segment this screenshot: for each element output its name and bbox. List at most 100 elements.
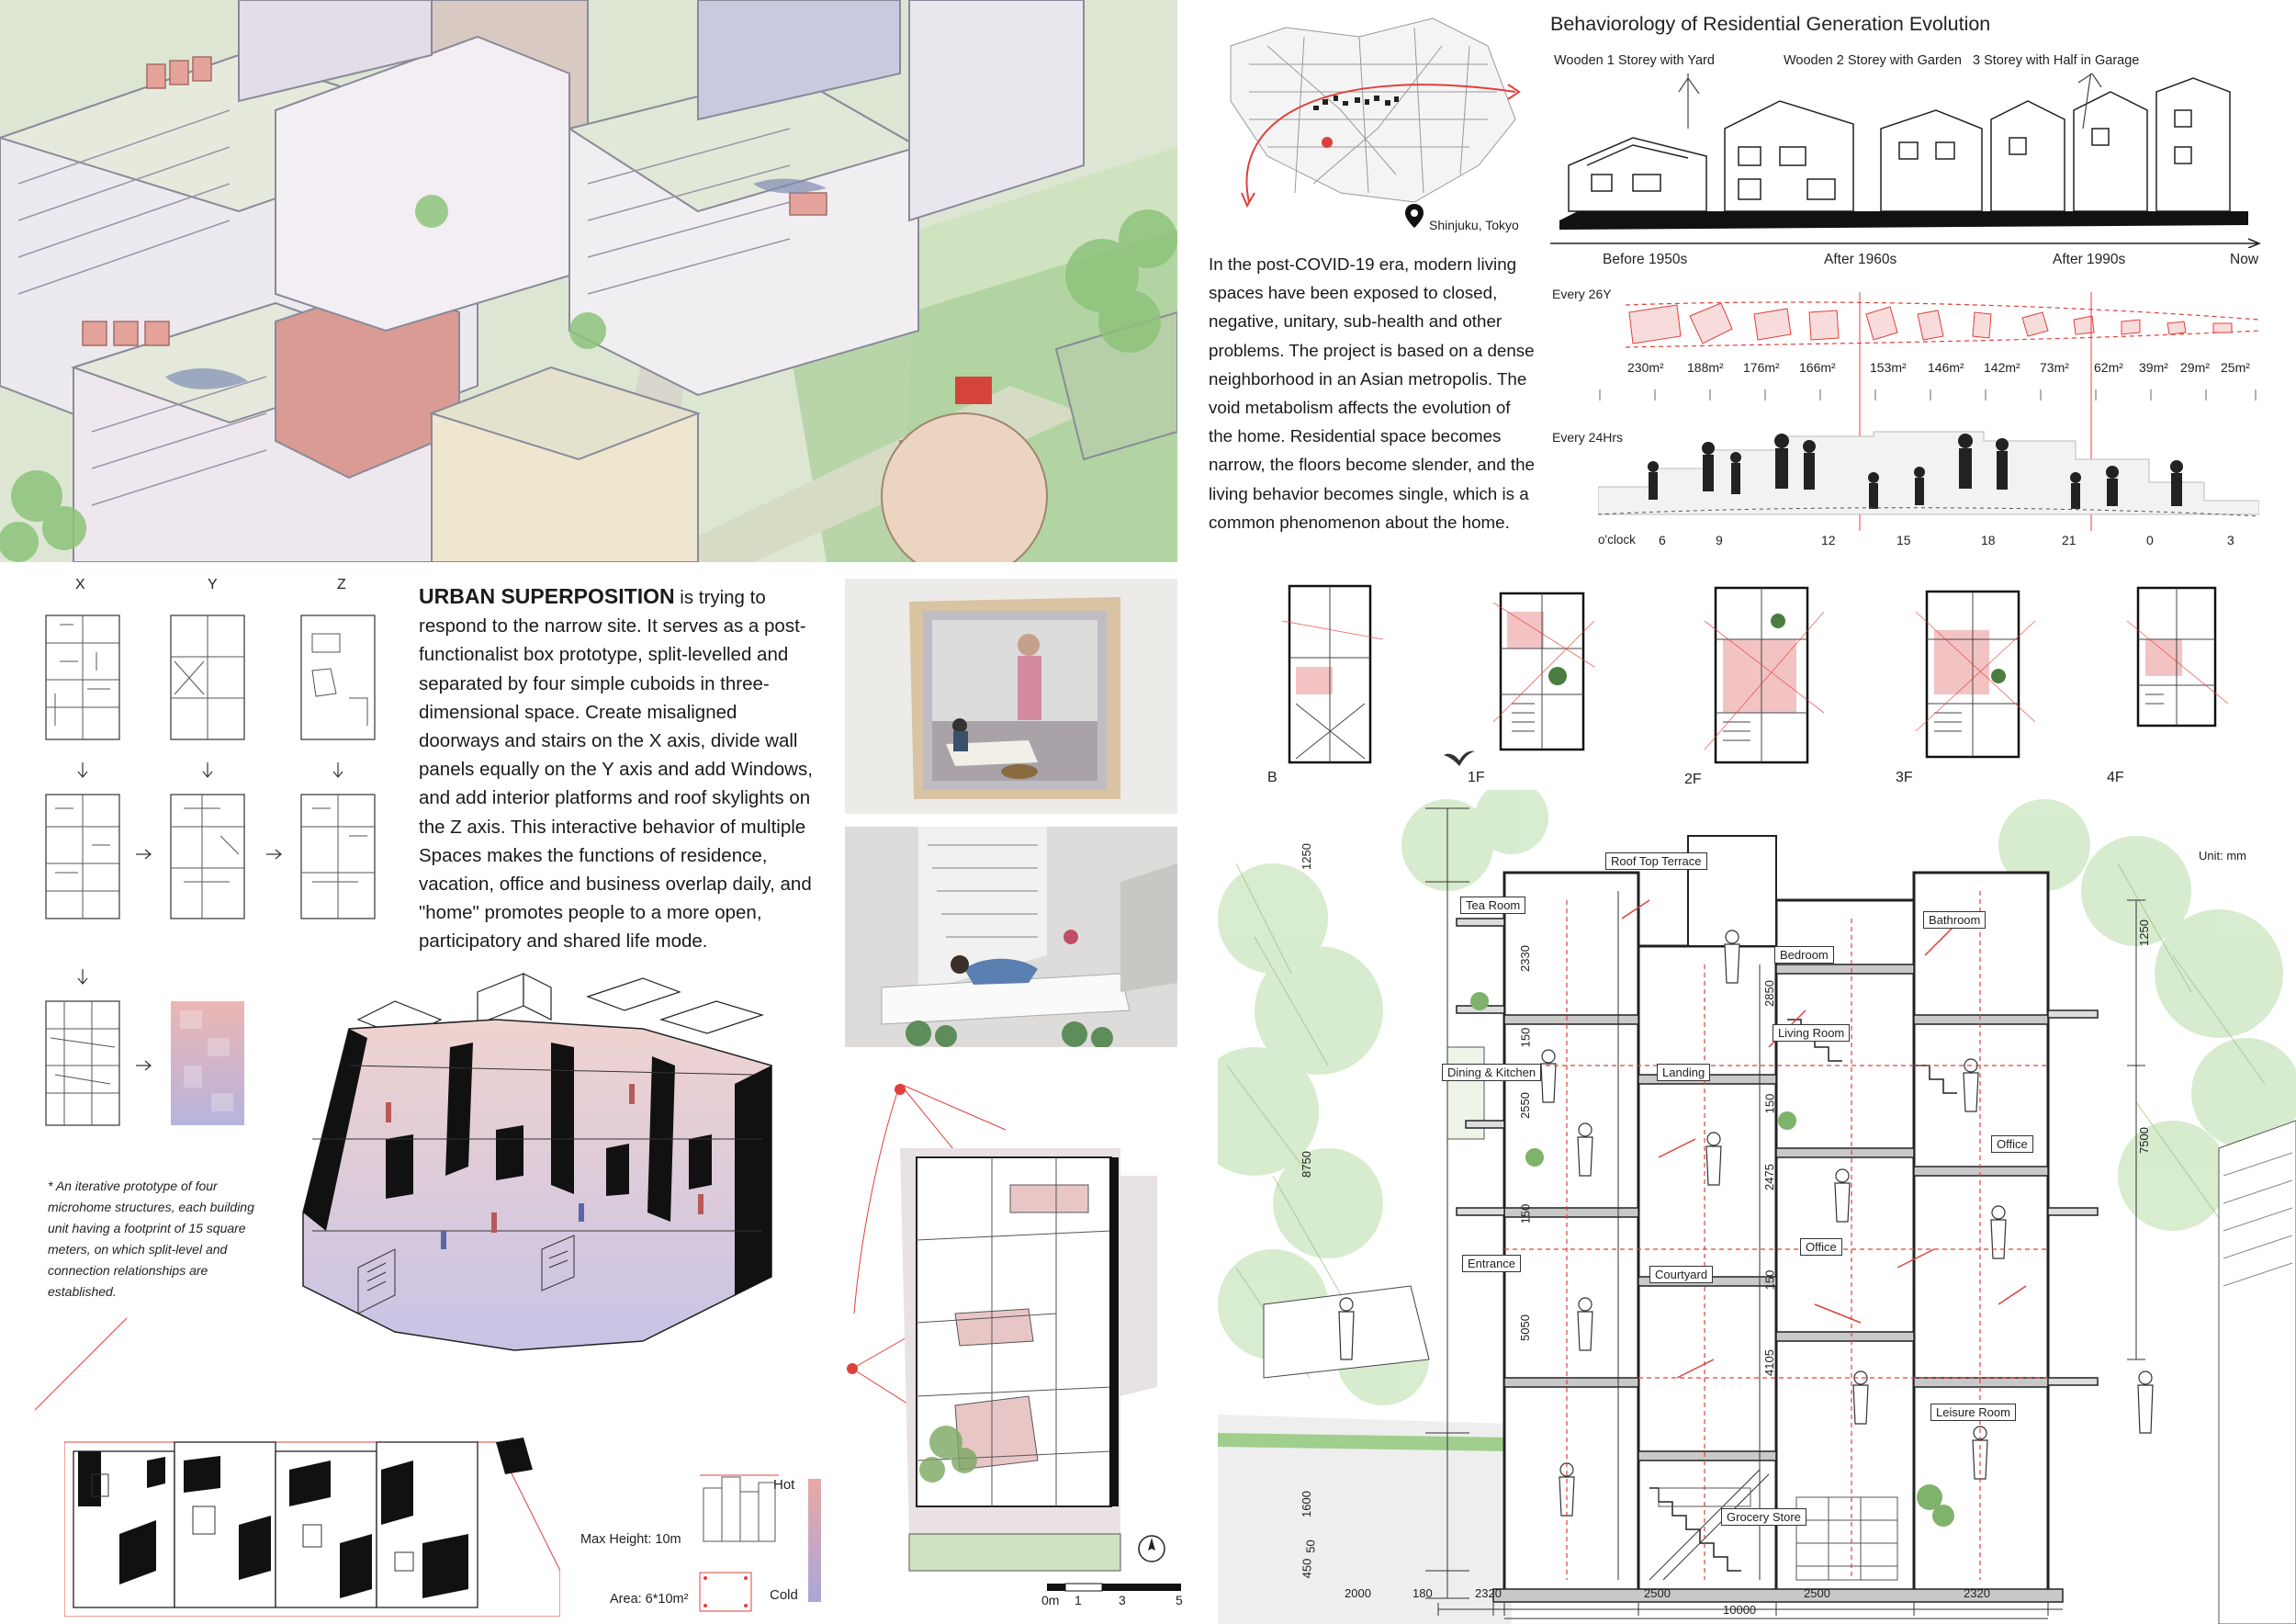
hour-tick: 12 (1821, 533, 1836, 547)
house-type-3: 3 Storey with Half in Garage (1973, 53, 2140, 68)
room-label: Courtyard (1649, 1266, 1714, 1283)
dim-h: 2320 (1475, 1586, 1502, 1600)
prototype-note: * An iterative prototype of four microho… (48, 1179, 254, 1299)
concept-paragraph: URBAN SUPERPOSITION is trying to respond… (419, 582, 819, 956)
area-icon (698, 1571, 753, 1613)
dim-v: 50 (1303, 1539, 1318, 1553)
location-pin-icon (1405, 204, 1424, 228)
unit-label: Unit: mm (2199, 849, 2246, 863)
hour-tick: 9 (1716, 533, 1723, 547)
area-ticks (1599, 389, 2257, 400)
room-label: Office (1800, 1238, 1842, 1256)
room-label: Grocery Store (1721, 1508, 1806, 1526)
room-label: Landing (1657, 1064, 1711, 1081)
dim-h: 2500 (1804, 1586, 1830, 1600)
dim-v: 1600 (1299, 1491, 1313, 1517)
floor-2f-label: 2F (1684, 772, 1702, 787)
floor-b-label: B (1267, 770, 1277, 785)
area-value: 73m² (2040, 360, 2069, 375)
room-label: Entrance (1462, 1255, 1522, 1272)
dim-v: 1250 (2136, 919, 2151, 946)
hour-tick: 15 (1896, 533, 1911, 547)
dim-v: 1250 (1299, 843, 1313, 870)
axonometric-floor-cut (845, 1075, 1180, 1589)
area-value: 62m² (2094, 360, 2123, 375)
bird-icon (1444, 750, 1475, 768)
timeline-1: Before 1950s (1603, 252, 1688, 267)
north-arrow-icon (1137, 1534, 1166, 1563)
room-label: Dining & Kitchen (1442, 1064, 1542, 1081)
axis-z-label: Z (337, 577, 346, 592)
area-label: Area: 6*10m² (610, 1592, 689, 1607)
timeline-2: After 1960s (1824, 252, 1897, 267)
area-value: 142m² (1984, 360, 2020, 375)
area-value: 146m² (1928, 360, 1964, 375)
area-value: 230m² (1627, 360, 1664, 375)
areas-row: 230m² 188m² 176m² 166m² 153m² 146m² 142m… (1626, 360, 2259, 378)
dim-v: 450 (1300, 1558, 1314, 1579)
scale-0: 0m (1041, 1593, 1060, 1607)
scale-bar (1045, 1580, 1183, 1598)
house-type-2: Wooden 2 Storey with Garden (1784, 53, 1962, 68)
area-value: 29m² (2180, 360, 2210, 375)
room-label: Bedroom (1774, 946, 1834, 964)
floor-4f-label: 4F (2107, 770, 2124, 785)
connector-lines (26, 1314, 136, 1415)
max-height-icon (698, 1470, 781, 1543)
room-label: Office (1991, 1135, 2033, 1153)
dim-v: 150 (1762, 1269, 1777, 1291)
house-type-1: Wooden 1 Storey with Yard (1554, 53, 1715, 68)
dim-v: 2475 (1761, 1164, 1776, 1190)
axis-y-label: Y (208, 577, 218, 592)
timeline-3: After 1990s (2053, 252, 2126, 267)
legend-hot: Hot (773, 1477, 795, 1493)
scale-1: 1 (1075, 1593, 1082, 1607)
floor-1f-label: 1F (1468, 770, 1485, 785)
hour-tick: 18 (1981, 533, 1996, 547)
isometric-assembly (257, 955, 845, 1396)
aerial-illustration (0, 0, 1177, 562)
axis-x-label: X (75, 577, 85, 592)
location-label: Shinjuku, Tokyo (1429, 218, 1519, 232)
dim-v: 150 (1518, 1027, 1533, 1048)
room-label: Roof Top Terrace (1605, 852, 1707, 870)
dim-h: 2320 (1964, 1586, 1990, 1600)
dim-v: 2850 (1761, 980, 1776, 1007)
hours-unit: o'clock (1598, 533, 1636, 547)
dim-total: 10000 (1723, 1603, 1757, 1617)
area-value: 176m² (1743, 360, 1780, 375)
hour-tick: 3 (2227, 533, 2234, 547)
dim-v: 2550 (1517, 1092, 1532, 1119)
room-label: Leisure Room (1930, 1404, 2016, 1421)
intro-paragraph: In the post-COVID-19 era, modern living … (1209, 254, 1535, 532)
area-value: 39m² (2139, 360, 2168, 375)
interior-render-2 (845, 827, 1177, 1047)
dim-h: 2500 (1644, 1586, 1671, 1600)
area-value: 188m² (1687, 360, 1724, 375)
concept-text: is trying to respond to the narrow site.… (419, 587, 813, 953)
building-section (1218, 790, 2296, 1624)
area-value: 166m² (1799, 360, 1836, 375)
room-label: Tea Room (1460, 897, 1526, 914)
floor-plans (1282, 584, 2274, 768)
site-map (1212, 9, 1534, 220)
house-evolution-drawing (1550, 73, 2267, 248)
room-label: Bathroom (1923, 911, 1986, 929)
room-label: Living Room (1773, 1024, 1851, 1042)
dim-v: 4105 (1761, 1349, 1776, 1376)
hour-tick: 6 (1659, 533, 1666, 547)
max-height-label: Max Height: 10m (580, 1532, 681, 1547)
page-title: Behaviorology of Residential Generation … (1550, 13, 1991, 35)
hour-tick: 0 (2146, 533, 2154, 547)
dim-v: 5050 (1517, 1314, 1532, 1341)
heat-legend-bar (808, 1479, 821, 1602)
scale-3: 3 (1119, 1593, 1126, 1607)
daily-activity-strip (1598, 413, 2259, 524)
hour-tick: 21 (2062, 533, 2077, 547)
dim-v: 8750 (1299, 1151, 1313, 1178)
areas-label: Every 26Y (1552, 287, 1612, 301)
legend-cold: Cold (770, 1587, 798, 1603)
dim-v: 7500 (2136, 1127, 2151, 1154)
area-value: 25m² (2221, 360, 2250, 375)
dim-h: 2000 (1345, 1586, 1371, 1600)
